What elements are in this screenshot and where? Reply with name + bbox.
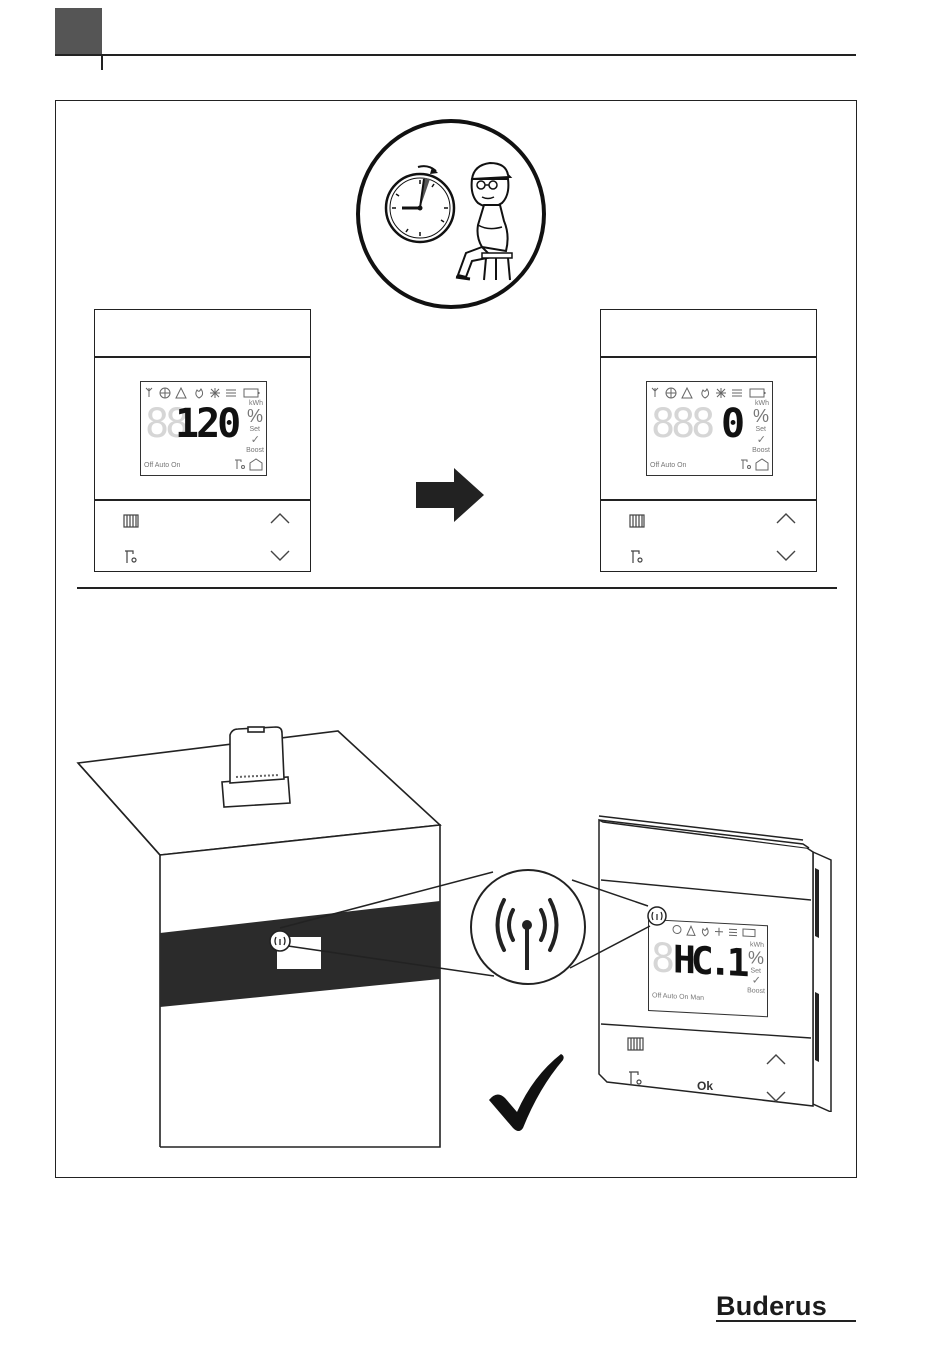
ok-button[interactable]: Ok [697, 1079, 713, 1093]
brand-underline [716, 1320, 856, 1322]
hot-water-icon[interactable] [123, 548, 139, 564]
brand-logo: Buderus [716, 1291, 827, 1322]
hot-water-icon[interactable] [627, 1069, 645, 1087]
up-chevron-icon[interactable] [270, 512, 290, 524]
lcd-home-icons [233, 457, 263, 471]
lcd-unit-boost: Boost [752, 447, 770, 454]
lcd-unit-boost: Boost [747, 987, 765, 995]
header-rule [55, 54, 856, 56]
controller-top-line [95, 356, 310, 358]
up-chevron-icon[interactable] [766, 1053, 786, 1065]
wireless-signal-icon [469, 868, 587, 986]
lcd-value: 0 [721, 404, 745, 444]
controller-top-line [601, 356, 816, 358]
lcd-unit-boost: Boost [246, 447, 264, 454]
lcd-modes: Off Auto On [650, 462, 686, 469]
lcd-unit-set: Set [249, 426, 260, 433]
step-divider [77, 587, 837, 589]
checkmark-icon [487, 1052, 567, 1134]
lcd-check-icon: ✓ [752, 973, 761, 986]
down-chevron-icon[interactable] [766, 1091, 786, 1103]
lcd-home-icons [739, 457, 769, 471]
lcd-unit-percent: % [247, 406, 263, 427]
controller-bottom-line [95, 499, 310, 501]
lcd-status-icons [650, 385, 770, 401]
lcd-unit-percent: % [748, 947, 764, 969]
heating-icon[interactable] [629, 513, 645, 529]
up-chevron-icon[interactable] [776, 512, 796, 524]
controller-after: 888 0 kWh % Set ✓ Boost Off Auto On [600, 309, 817, 572]
lcd-screen: 88 120 kWh % Set ✓ Boost Off Auto On [140, 381, 267, 476]
controller-before: 88 120 kWh % Set ✓ Boost Off Auto On [94, 309, 311, 572]
lcd-ghost-digits: 888 [651, 404, 711, 444]
lcd-unit-percent: % [753, 406, 769, 427]
heating-icon[interactable] [627, 1036, 645, 1052]
lcd-check-icon: ✓ [251, 433, 260, 446]
lcd-screen: 888 0 kWh % Set ✓ Boost Off Auto On [646, 381, 773, 476]
lcd-check-icon: ✓ [757, 433, 766, 446]
down-chevron-icon[interactable] [270, 550, 290, 562]
hot-water-icon[interactable] [629, 548, 645, 564]
lcd-status-icons [144, 385, 264, 401]
header-tick [101, 54, 103, 70]
down-chevron-icon[interactable] [776, 550, 796, 562]
clock-wait-person-icon [354, 117, 548, 311]
controller-bottom-line [601, 499, 816, 501]
lcd-value: HC.1 [673, 939, 745, 983]
lcd-modes: Off Auto On Man [652, 992, 704, 1002]
heating-icon[interactable] [123, 513, 139, 529]
lcd-modes: Off Auto On [144, 462, 180, 469]
lcd-value: 120 [175, 404, 238, 444]
right-arrow-icon [416, 468, 486, 522]
lcd-unit-set: Set [755, 426, 766, 433]
chapter-marker [55, 8, 102, 55]
